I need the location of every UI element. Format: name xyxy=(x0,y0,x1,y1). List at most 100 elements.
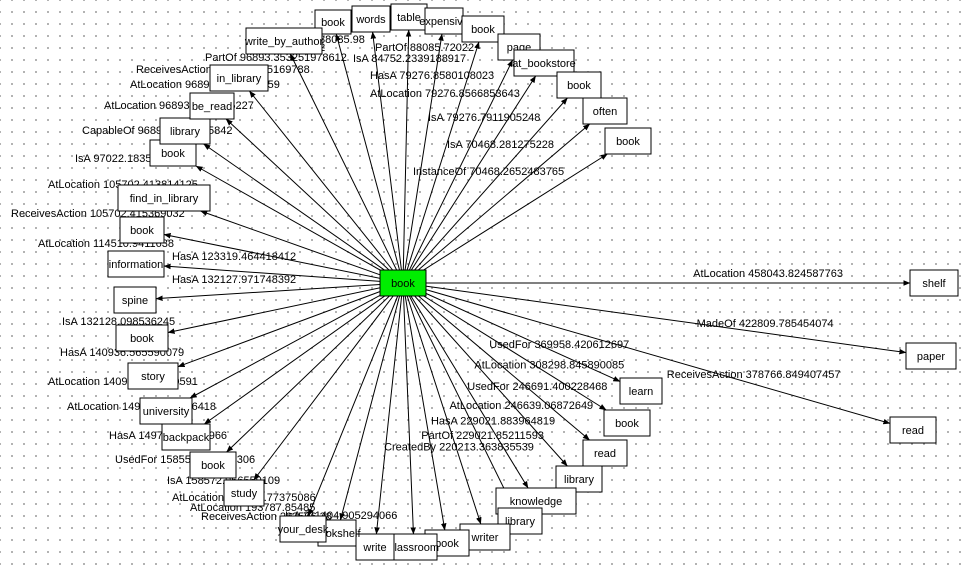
node-label: book xyxy=(615,418,639,430)
concept-node[interactable]: words xyxy=(351,5,391,33)
node-box xyxy=(279,515,327,543)
node-box xyxy=(117,184,211,212)
node-box xyxy=(582,97,628,125)
concept-node[interactable]: book xyxy=(189,451,237,479)
concept-node[interactable]: find_in_library xyxy=(117,184,211,212)
edge-arrow xyxy=(289,53,404,284)
concept-node[interactable]: be_read xyxy=(189,92,235,120)
edge-arrow xyxy=(402,33,444,284)
edge-arrow xyxy=(402,29,412,284)
concept-node[interactable]: table xyxy=(390,3,428,31)
node-box xyxy=(113,286,157,314)
edge-arrow xyxy=(402,282,447,531)
edge-arrow xyxy=(339,282,404,521)
node-label: find_in_library xyxy=(130,193,199,205)
edge-arrow xyxy=(200,210,404,284)
edge-arrow xyxy=(402,282,416,535)
node-box xyxy=(556,71,602,99)
node-label: book xyxy=(161,148,185,160)
node-label: book xyxy=(130,225,154,237)
edge-arrow xyxy=(402,59,514,284)
node-box xyxy=(245,27,323,55)
node-box xyxy=(223,479,265,507)
concept-node[interactable]: book xyxy=(115,324,169,352)
concept-node[interactable]: study xyxy=(223,479,265,507)
edge-label: InstanceOf 70468.2652483765 xyxy=(413,166,564,178)
edge-label: HasA 123319.464418412 xyxy=(172,251,296,263)
center-node[interactable]: book xyxy=(379,269,427,297)
node-box xyxy=(905,342,957,370)
concept-node[interactable]: in_library xyxy=(209,64,269,92)
node-box xyxy=(139,397,193,425)
node-label: your_desk xyxy=(278,524,329,536)
concept-node[interactable]: book xyxy=(461,15,505,43)
edge-arrow xyxy=(189,282,404,399)
concept-node[interactable]: read xyxy=(582,439,628,467)
concept-node[interactable]: shelf xyxy=(909,269,959,297)
node-box xyxy=(889,416,937,444)
center-node-label: book xyxy=(391,278,415,290)
edge-arrow xyxy=(370,31,404,284)
node-label: story xyxy=(141,371,165,383)
node-label: in_library xyxy=(217,73,262,85)
edge-label: HasA 79276.8580108023 xyxy=(370,70,494,82)
node-box xyxy=(603,409,651,437)
concept-node[interactable]: information xyxy=(107,250,165,278)
node-box xyxy=(127,362,179,390)
node-box xyxy=(582,439,628,467)
concept-node[interactable]: university xyxy=(139,397,193,425)
edge-arrow xyxy=(402,97,568,284)
concept-node[interactable]: spine xyxy=(113,286,157,314)
edge-label: AtLocation 193787.85485 xyxy=(190,502,315,514)
edge-arrow xyxy=(402,41,480,284)
edge-arrow xyxy=(163,263,404,284)
concept-node[interactable]: your_desk xyxy=(278,515,329,543)
concept-node[interactable]: read xyxy=(889,416,937,444)
edge-arrow xyxy=(402,75,537,284)
concept-node[interactable]: paper xyxy=(905,342,957,370)
edge-arrow xyxy=(155,282,404,302)
edge-arrow xyxy=(402,282,482,525)
node-label: book xyxy=(201,460,225,472)
node-label: read xyxy=(594,448,616,460)
node-label: write xyxy=(362,542,386,554)
node-box xyxy=(351,5,391,33)
edge-label: AtLocation 308298.845890085 xyxy=(474,359,624,371)
concept-node[interactable]: expensive xyxy=(419,7,469,35)
node-box xyxy=(119,216,165,244)
concept-node[interactable]: classroom xyxy=(389,533,439,561)
edge-label: IsA 84752.2339188917 xyxy=(353,53,466,65)
node-label: classroom xyxy=(389,542,439,554)
node-label: information xyxy=(109,259,163,271)
node-label: book xyxy=(435,538,459,550)
concept-node[interactable]: book xyxy=(604,127,652,155)
edge-arrow xyxy=(402,282,621,382)
concept-node[interactable]: learn xyxy=(619,377,663,405)
node-box xyxy=(161,423,211,451)
edge-arrow xyxy=(249,90,404,284)
concept-node[interactable]: knowledge xyxy=(495,487,577,515)
node-label: knowledge xyxy=(510,496,563,508)
node-box xyxy=(107,250,165,278)
concept-node[interactable]: story xyxy=(127,362,179,390)
node-label: university xyxy=(143,406,190,418)
node-box xyxy=(159,117,211,145)
concept-node[interactable]: library xyxy=(159,117,211,145)
concept-node[interactable]: book xyxy=(119,216,165,244)
edge-label: MadeOf 422809.785454074 xyxy=(697,318,834,330)
center-node-box xyxy=(379,269,427,297)
concept-node[interactable]: book xyxy=(603,409,651,437)
node-label: library xyxy=(170,126,200,138)
concept-node[interactable]: write_by_author xyxy=(244,27,324,55)
concept-node[interactable]: often xyxy=(582,97,628,125)
concept-node[interactable]: write xyxy=(355,533,395,561)
edge-arrow xyxy=(204,282,404,425)
concept-node[interactable]: backpack xyxy=(161,423,211,451)
concept-node[interactable]: book xyxy=(556,71,602,99)
edge-arrow xyxy=(225,118,404,284)
node-box xyxy=(909,269,959,297)
node-label: table xyxy=(397,12,421,24)
edge-arrow xyxy=(374,282,404,535)
node-box xyxy=(390,3,428,31)
